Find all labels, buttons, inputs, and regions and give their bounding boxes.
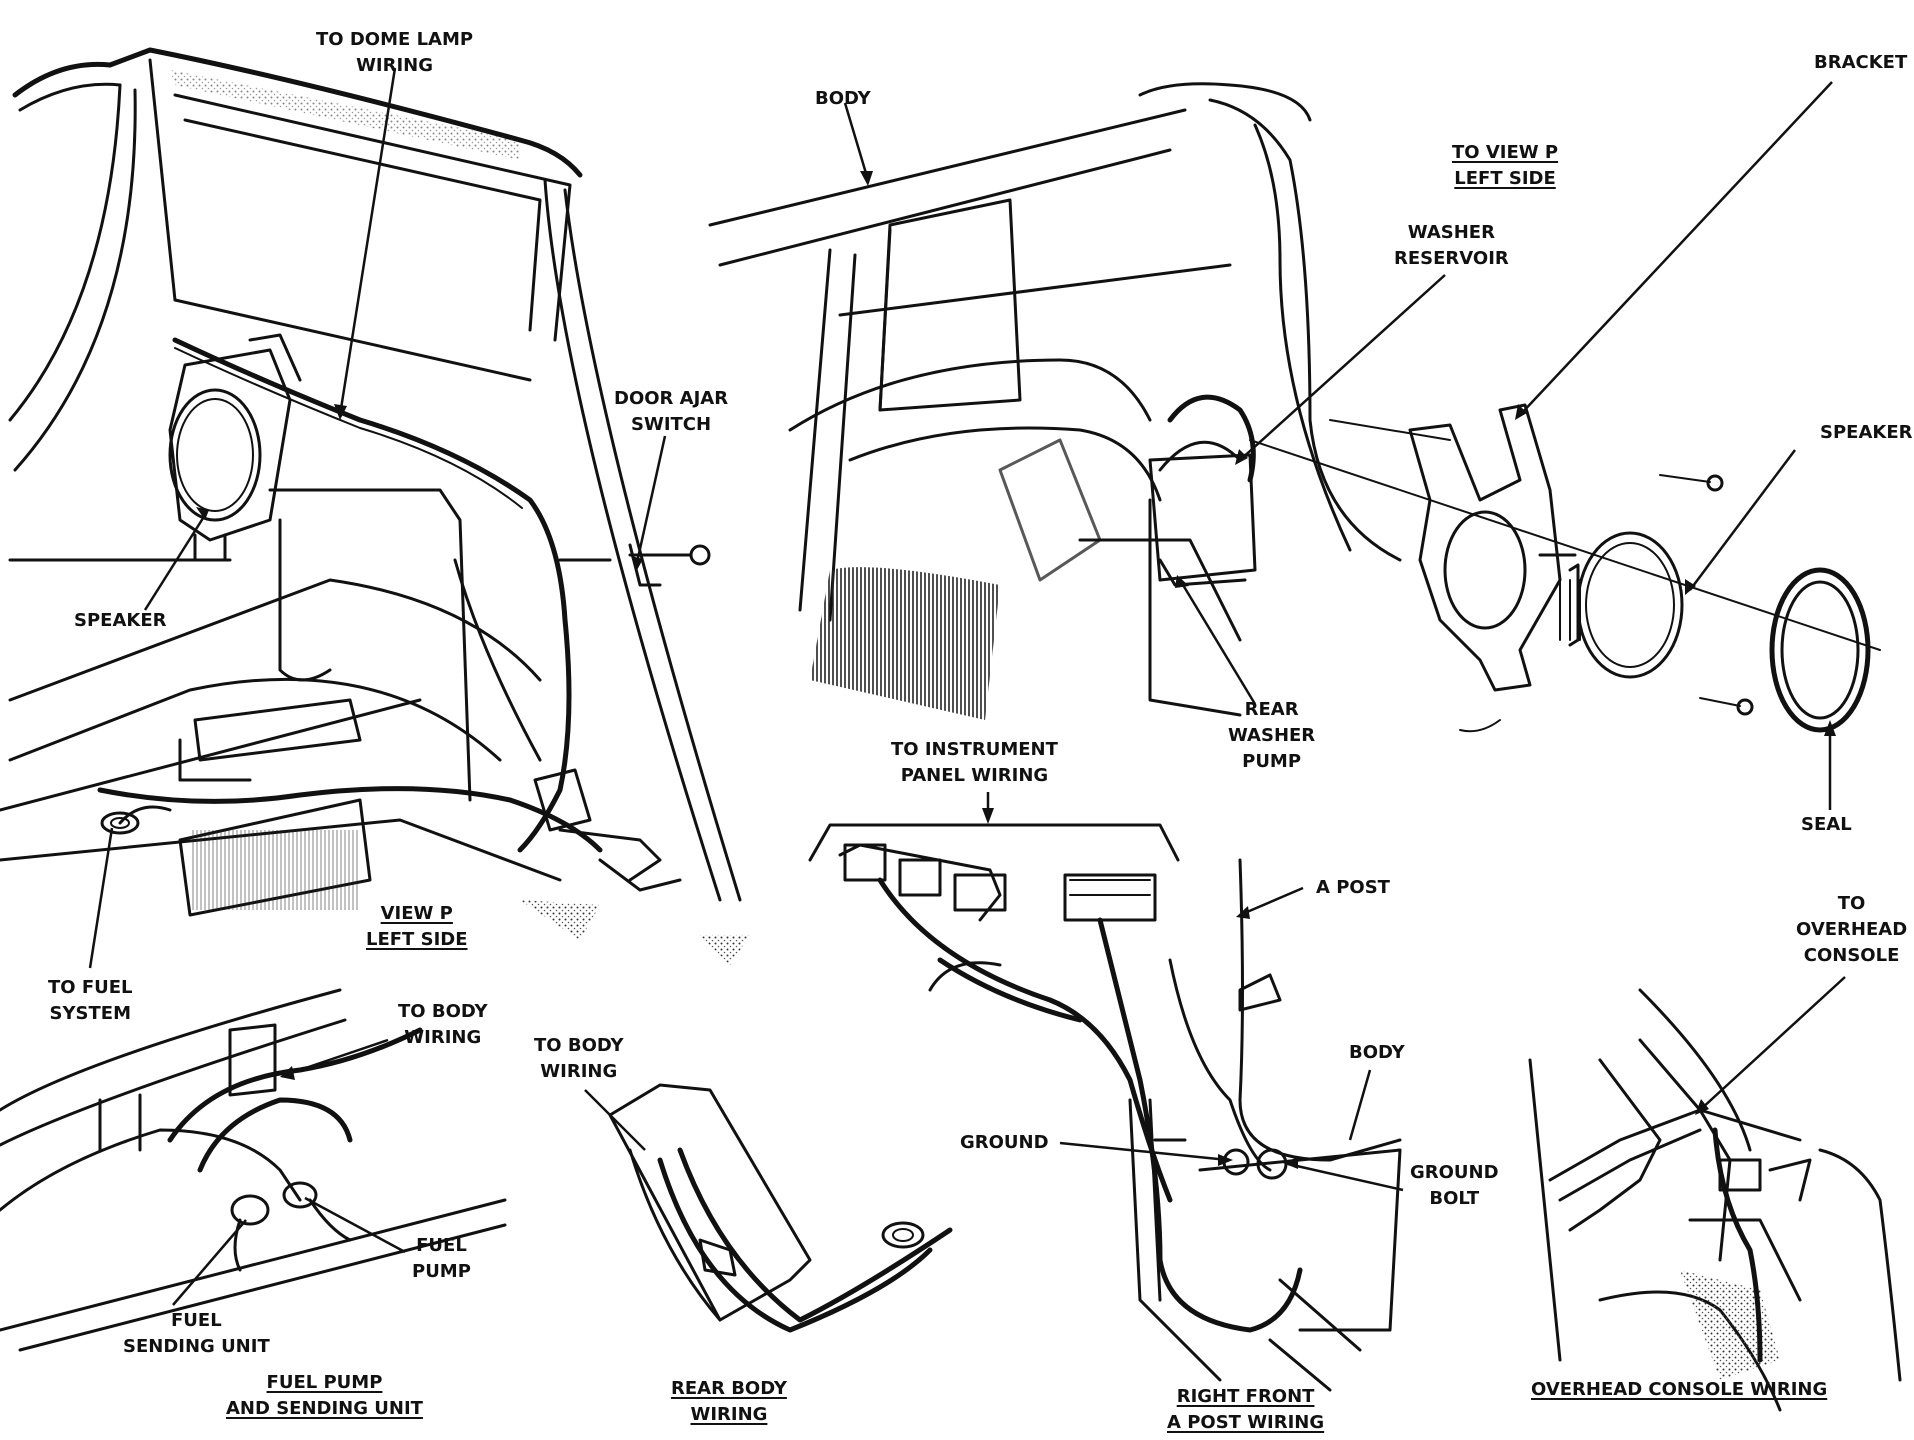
label-to-overhead-console: TO OVERHEAD CONSOLE (1796, 891, 1907, 969)
label-line: WASHER (1407, 222, 1495, 243)
label-line: A POST (1316, 877, 1390, 898)
caption-line: RIGHT FRONT (1176, 1386, 1315, 1407)
label-ground: GROUND (960, 1130, 1049, 1156)
fuel-pump-drawing (0, 988, 507, 1352)
label-line: BOLT (1429, 1188, 1480, 1209)
label-line: PUMP (1242, 751, 1302, 772)
caption-line: FUEL PUMP (266, 1372, 383, 1393)
label-to-instrument-panel-wiring: TO INSTRUMENT PANEL WIRING (891, 737, 1058, 789)
caption-line: A POST WIRING (1167, 1412, 1325, 1433)
label-line: DOOR AJAR (614, 388, 729, 409)
label-line: SPEAKER (74, 610, 167, 631)
label-to-body-wiring-1: TO BODY WIRING (398, 999, 488, 1051)
label-bracket: BRACKET (1814, 50, 1907, 76)
label-to-view-p-left-side: TO VIEW P LEFT SIDE (1452, 140, 1558, 192)
rear-body-wiring-drawing (608, 1083, 953, 1333)
label-line: REAR (1244, 699, 1299, 720)
label-line: GROUND (960, 1132, 1049, 1153)
arrowheads (196, 171, 1836, 1169)
label-line: OVERHEAD (1796, 919, 1908, 940)
label-a-post: A POST (1316, 875, 1390, 901)
label-line: LEFT SIDE (366, 929, 468, 950)
label-line: SEAL (1801, 814, 1852, 835)
label-line: RESERVOIR (1394, 248, 1509, 269)
a-post-wiring-drawing (808, 823, 1402, 1392)
overhead-console-drawing (1528, 988, 1902, 1412)
label-line: BODY (815, 88, 871, 109)
label-line: FUEL (171, 1310, 222, 1331)
label-body-mid: BODY (1349, 1040, 1405, 1066)
label-line: GROUND (1410, 1162, 1499, 1183)
label-line: SPEAKER (1820, 422, 1913, 443)
label-ground-bolt: GROUND BOLT (1410, 1160, 1499, 1212)
label-seal: SEAL (1801, 812, 1852, 838)
label-fuel-sending-unit: FUEL SENDING UNIT (123, 1308, 270, 1360)
label-view-p-left-side: VIEW P LEFT SIDE (366, 901, 468, 953)
label-line: FUEL (416, 1235, 467, 1256)
label-speaker-left: SPEAKER (74, 608, 167, 634)
label-line: WIRING (356, 55, 434, 76)
label-line: TO DOME LAMP (316, 29, 474, 50)
caption-line: AND SENDING UNIT (226, 1398, 423, 1419)
label-line: WIRING (404, 1027, 482, 1048)
label-line: WIRING (540, 1061, 618, 1082)
label-line: SWITCH (631, 414, 712, 435)
label-line: TO BODY (398, 1001, 488, 1022)
label-line: PANEL WIRING (900, 765, 1049, 786)
caption-right-front-a-post-wiring: RIGHT FRONT A POST WIRING (1167, 1384, 1324, 1436)
label-line: LEFT SIDE (1454, 168, 1556, 189)
label-door-ajar-switch: DOOR AJAR SWITCH (614, 386, 728, 438)
rear-washer-speaker-drawing (708, 82, 1881, 733)
label-fuel-pump: FUEL PUMP (412, 1233, 471, 1285)
label-to-dome-lamp-wiring: TO DOME LAMP WIRING (316, 27, 473, 79)
label-line: CONSOLE (1803, 945, 1900, 966)
label-washer-reservoir: WASHER RESERVOIR (1394, 220, 1509, 272)
caption-line: WIRING (690, 1404, 768, 1425)
leader-lines (88, 67, 1846, 1306)
label-line: TO FUEL (48, 977, 133, 998)
label-line: BRACKET (1814, 52, 1908, 73)
label-line: SENDING UNIT (123, 1336, 270, 1357)
caption-fuel-pump-and-sending-unit: FUEL PUMP AND SENDING UNIT (226, 1370, 423, 1422)
label-line: TO (1837, 893, 1866, 914)
label-to-body-wiring-2: TO BODY WIRING (534, 1033, 624, 1085)
label-speaker-right: SPEAKER (1820, 420, 1913, 446)
caption-rear-body-wiring: REAR BODY WIRING (671, 1376, 787, 1428)
label-line: BODY (1349, 1042, 1405, 1063)
label-line: SYSTEM (49, 1003, 131, 1024)
caption-line: OVERHEAD CONSOLE WIRING (1531, 1379, 1828, 1400)
label-line: PUMP (412, 1261, 471, 1282)
label-line: WASHER (1228, 725, 1316, 746)
label-line: TO INSTRUMENT (891, 739, 1058, 760)
label-line: TO BODY (534, 1035, 624, 1056)
label-rear-washer-pump: REAR WASHER PUMP (1228, 697, 1315, 775)
label-line: VIEW P (380, 903, 453, 924)
caption-line: REAR BODY (671, 1378, 787, 1399)
label-body-top: BODY (815, 86, 871, 112)
caption-overhead-console-wiring: OVERHEAD CONSOLE WIRING (1531, 1377, 1827, 1403)
view-p-left-side-drawing (0, 47, 750, 965)
label-to-fuel-system: TO FUEL SYSTEM (48, 975, 133, 1027)
label-line: TO VIEW P (1452, 142, 1559, 163)
